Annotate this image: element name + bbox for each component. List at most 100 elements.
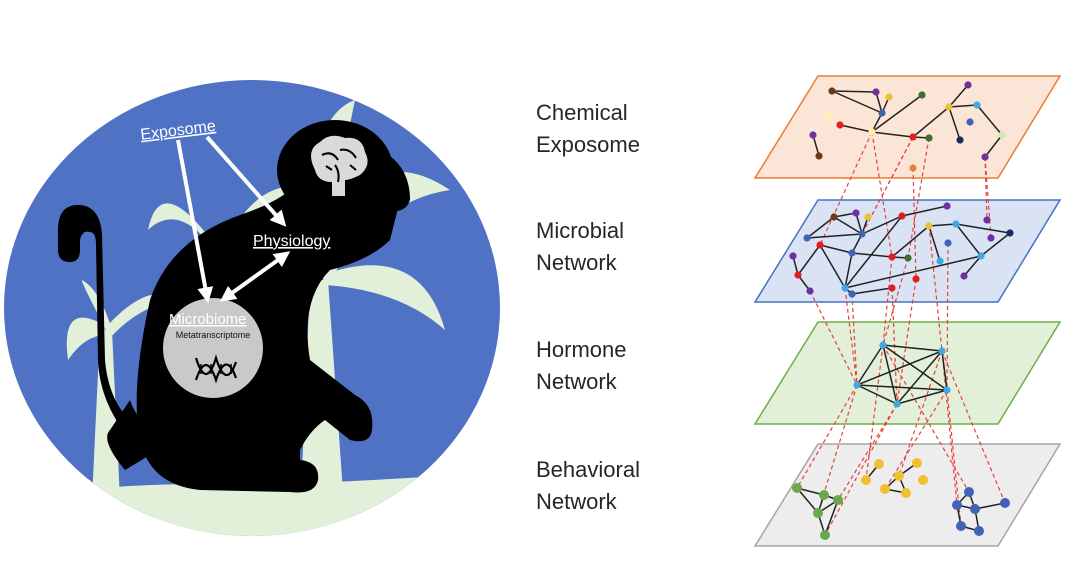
label-line: Network bbox=[536, 369, 617, 394]
network-node bbox=[973, 101, 981, 109]
network-edge bbox=[891, 225, 930, 258]
network-node bbox=[852, 209, 860, 217]
network-node bbox=[918, 91, 926, 99]
network-edge bbox=[817, 499, 839, 514]
network-edge bbox=[875, 91, 883, 114]
network-edge bbox=[896, 350, 943, 405]
network-node bbox=[792, 483, 802, 493]
network-node bbox=[956, 136, 964, 144]
network-node bbox=[836, 121, 844, 129]
interlayer-link bbox=[861, 136, 914, 235]
network-edge bbox=[881, 96, 890, 114]
interlayer-link bbox=[891, 287, 898, 405]
network-edge bbox=[796, 487, 825, 496]
monkey-silhouette bbox=[58, 120, 410, 493]
network-node bbox=[872, 88, 880, 96]
network-node bbox=[864, 213, 872, 221]
physiology-label: Physiology bbox=[253, 233, 330, 250]
network-edge bbox=[898, 475, 907, 494]
network-edge bbox=[912, 136, 930, 139]
network-node bbox=[880, 484, 890, 494]
network-node bbox=[874, 459, 884, 469]
network-node bbox=[848, 249, 856, 257]
network-node bbox=[833, 495, 843, 505]
network-node bbox=[912, 275, 920, 283]
network-node bbox=[806, 287, 814, 295]
network-node bbox=[819, 490, 829, 500]
network-edge bbox=[839, 124, 873, 133]
network-node bbox=[828, 87, 836, 95]
interlayer-link bbox=[984, 156, 992, 239]
network-edge bbox=[851, 252, 893, 258]
network-node bbox=[885, 93, 893, 101]
network-edge bbox=[856, 350, 943, 386]
layer-label-microbial-network: Microbial Network bbox=[536, 215, 624, 279]
network-edge bbox=[844, 287, 853, 295]
network-node bbox=[943, 386, 951, 394]
interlayer-link bbox=[984, 156, 988, 221]
network-node bbox=[858, 230, 866, 238]
network-edge bbox=[882, 344, 943, 352]
layer-plane-0 bbox=[753, 75, 1062, 179]
network-edge bbox=[792, 255, 799, 276]
network-node bbox=[816, 241, 824, 249]
network-edge bbox=[871, 112, 883, 133]
network-node bbox=[925, 222, 933, 230]
network-node bbox=[970, 504, 980, 514]
network-node bbox=[944, 239, 952, 247]
network-node bbox=[936, 257, 944, 265]
network-edge bbox=[844, 255, 982, 289]
network-edge bbox=[963, 255, 982, 277]
network-node bbox=[848, 290, 856, 298]
network-node bbox=[974, 526, 984, 536]
network-edge bbox=[980, 232, 1011, 257]
interlayer-link bbox=[796, 384, 858, 489]
network-edge bbox=[955, 223, 982, 257]
network-node bbox=[925, 134, 933, 142]
network-node bbox=[809, 131, 817, 139]
microbiome-label: Microbiome bbox=[169, 311, 247, 328]
interlayer-link bbox=[907, 137, 930, 259]
network-node bbox=[898, 212, 906, 220]
network-node bbox=[904, 254, 912, 262]
network-edge bbox=[898, 462, 918, 477]
network-node bbox=[983, 216, 991, 224]
interlayer-link bbox=[896, 278, 917, 405]
interlayer-link bbox=[941, 350, 958, 506]
network-edge bbox=[968, 491, 976, 510]
interlayer-link bbox=[898, 350, 943, 477]
network-edge bbox=[928, 225, 941, 262]
gut-circle bbox=[163, 298, 263, 398]
network-node bbox=[901, 488, 911, 498]
network-node bbox=[794, 271, 802, 279]
label-line: Network bbox=[536, 489, 617, 514]
network-edge bbox=[806, 233, 863, 239]
interlayer-link bbox=[882, 257, 909, 346]
interlayer-link bbox=[819, 131, 873, 246]
network-node bbox=[977, 252, 985, 260]
network-edge bbox=[851, 233, 863, 254]
network-edge bbox=[896, 389, 948, 405]
interlayer-link bbox=[824, 403, 898, 536]
network-node bbox=[894, 471, 904, 481]
layer-label-chemical-exposome: Chemical Exposome bbox=[536, 97, 640, 161]
interlayer-link bbox=[871, 131, 893, 258]
network-edge bbox=[901, 205, 948, 217]
network-node bbox=[888, 284, 896, 292]
arrows bbox=[176, 135, 291, 304]
label-line: Microbial bbox=[536, 218, 625, 243]
label-line: Hormone bbox=[536, 337, 627, 362]
network-edge bbox=[941, 350, 948, 391]
interlayer-link bbox=[817, 384, 858, 514]
network-edge bbox=[861, 215, 903, 235]
network-edge bbox=[812, 134, 820, 157]
interlayer-link bbox=[946, 389, 962, 527]
network-edge bbox=[960, 525, 980, 532]
interlayer-link bbox=[882, 256, 893, 346]
network-edge bbox=[871, 94, 923, 133]
network-edge bbox=[833, 216, 863, 235]
network-node bbox=[878, 109, 886, 117]
network-node bbox=[960, 272, 968, 280]
network-edge bbox=[856, 384, 898, 405]
